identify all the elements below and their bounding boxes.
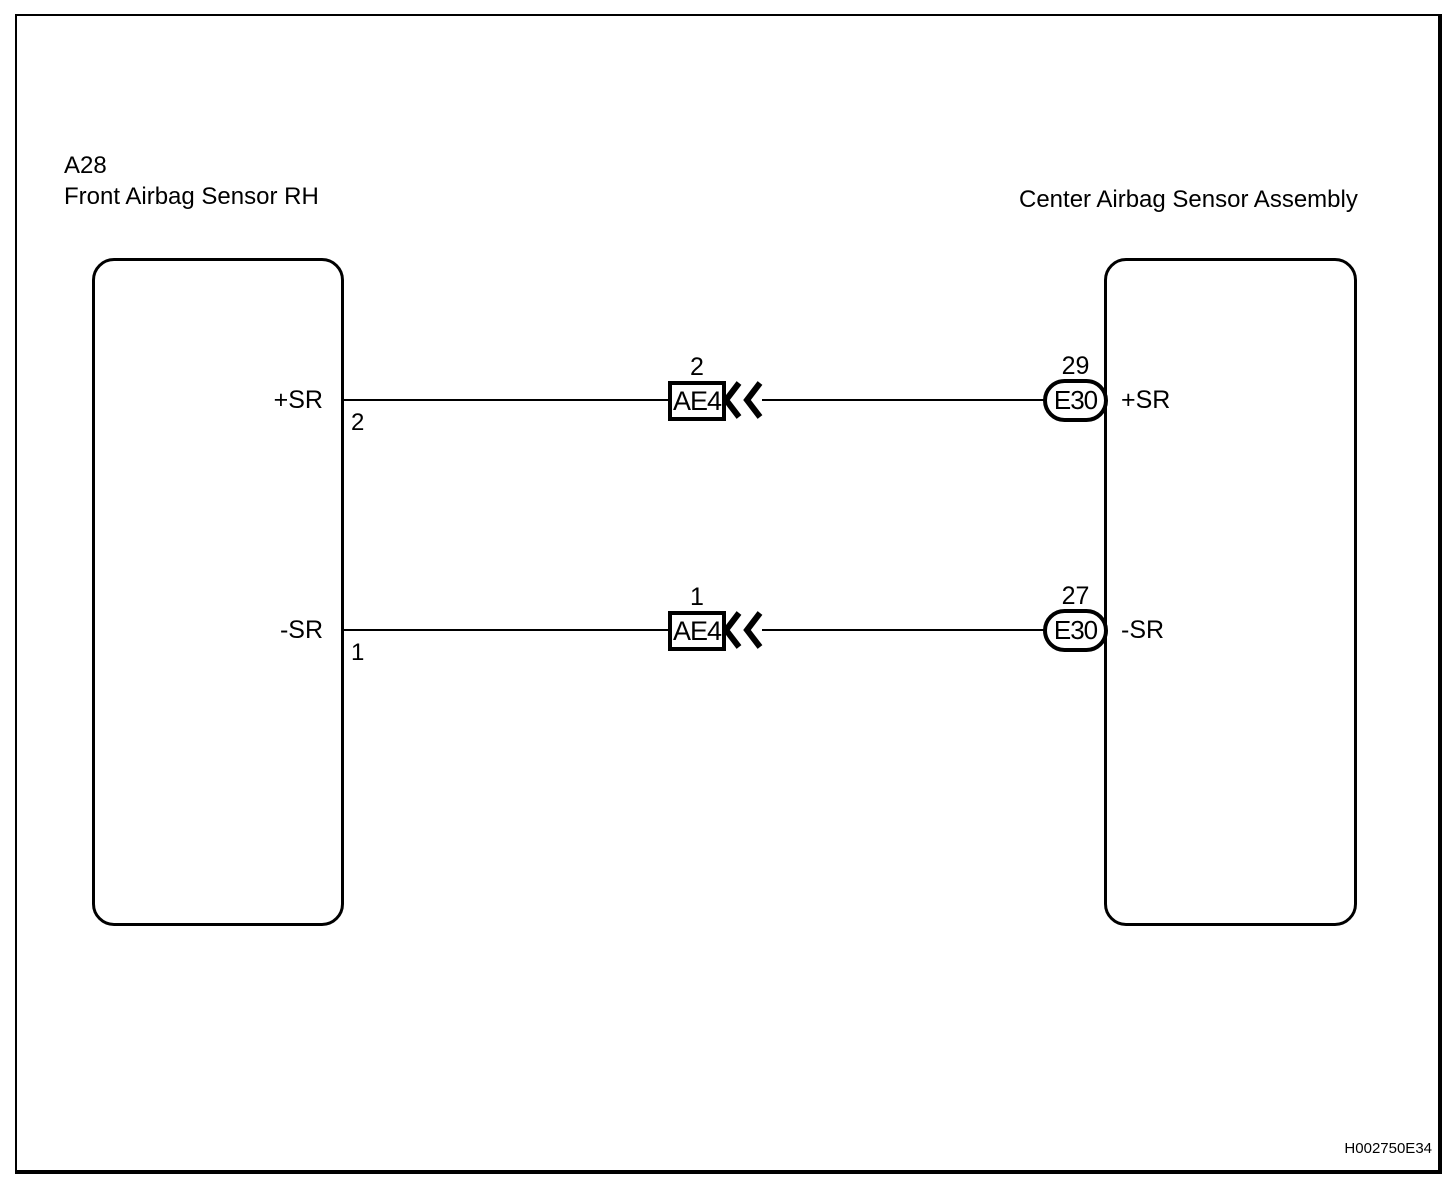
diagram-border xyxy=(15,14,1442,1174)
right-pin-label: +SR xyxy=(1121,386,1171,414)
left-pin-label: +SR xyxy=(273,386,323,414)
right-pin-number: 27 xyxy=(1061,582,1090,610)
left-component-title: A28 Front Airbag Sensor RH xyxy=(64,150,319,212)
connector-box: AE4 xyxy=(668,611,726,651)
connector-pin-number: 2 xyxy=(690,353,704,381)
wire-segment xyxy=(762,399,1044,401)
right-connector-oval: E30 xyxy=(1043,609,1108,652)
double-chevron-icon xyxy=(722,381,763,419)
right-connector-oval: E30 xyxy=(1043,379,1108,422)
wire-segment xyxy=(343,629,668,631)
left-pin-number: 1 xyxy=(351,639,365,666)
left-component-name: Front Airbag Sensor RH xyxy=(64,183,319,210)
wire-row-bottom: -SR 1 1 AE4 27 E30 -SR xyxy=(0,583,1456,700)
wire-segment xyxy=(343,399,668,401)
right-pin-label: -SR xyxy=(1121,616,1165,644)
connector-box: AE4 xyxy=(668,381,726,421)
wire-row-top: +SR 2 2 AE4 29 E30 +SR xyxy=(0,353,1456,470)
right-component-box xyxy=(1104,258,1357,926)
left-component-box xyxy=(92,258,344,926)
left-component-code: A28 xyxy=(64,152,107,179)
left-pin-number: 2 xyxy=(351,409,365,436)
right-component-title: Center Airbag Sensor Assembly xyxy=(1019,186,1358,213)
right-pin-number: 29 xyxy=(1061,352,1090,380)
wire-segment xyxy=(762,629,1044,631)
double-chevron-icon xyxy=(722,611,763,649)
left-pin-label: -SR xyxy=(279,616,323,644)
connector-pin-number: 1 xyxy=(690,583,704,611)
figure-id: H002750E34 xyxy=(1344,1140,1432,1157)
